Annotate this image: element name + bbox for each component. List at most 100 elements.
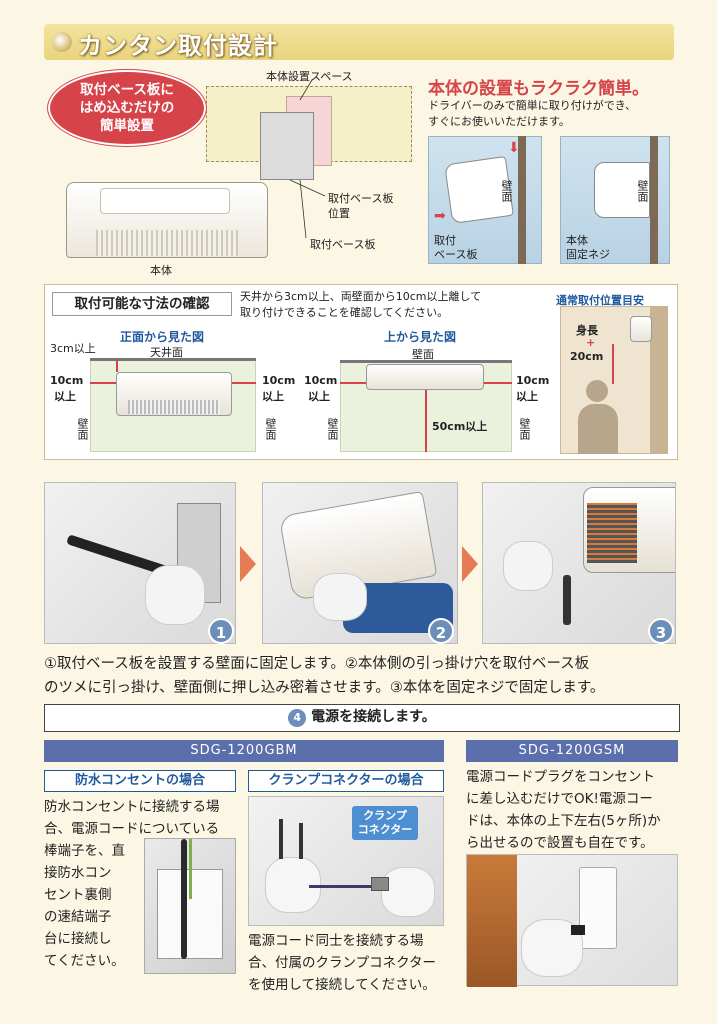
easy-description: ドライバーのみで簡単に取り付けができ、 すぐにお使いいただけます。 [428, 98, 636, 130]
clamp-line: 電源コード同士を接続する場 [248, 933, 424, 949]
cord [299, 823, 303, 859]
model-bar-gbm: SDG-1200GBM [44, 740, 444, 762]
front-top-gap-label: 3cm以上 [50, 342, 96, 355]
plate-label: 取付ベース板 [310, 238, 376, 251]
waterproof-line: 防水コンセントに接続する場 [44, 799, 220, 815]
gsm-line: ドは、本体の上下左右(5ヶ所)か [466, 813, 661, 829]
height-plus: + [586, 336, 596, 349]
height-label: 20cm [570, 350, 604, 363]
space-label: 本体設置スペース [266, 70, 353, 83]
clamp-callout: クランプ コネクター [352, 806, 418, 840]
person-head [586, 380, 608, 402]
plug-photo [466, 854, 678, 987]
waterproof-line: 接防水コン [44, 865, 112, 881]
power-heading: 電源を接続します。 [311, 709, 436, 725]
top-right-gap: 10cm [516, 374, 550, 387]
cord [279, 819, 283, 859]
side-unit [630, 316, 652, 342]
speech-bubble: 取付ベース板に はめ込むだけの 簡単設置 [48, 70, 206, 146]
easy-desc-line: ドライバーのみで簡単に取り付けができ、 [428, 99, 637, 112]
waterproof-line: 台に接続し [44, 931, 112, 947]
heater-side-view [594, 162, 650, 218]
arrow-right-icon: ➡ [434, 208, 446, 224]
front-ceiling-label: 天井面 [150, 346, 183, 359]
glove-hand [503, 541, 553, 591]
step-arrow-icon [462, 546, 478, 582]
power-step-number: 4 [288, 708, 307, 727]
top-left-gap: 以上 [308, 390, 330, 403]
steps-description: ①取付ベース板を設置する壁面に固定します。②本体側の引っ掛け穴を取付ベース板 の… [44, 652, 684, 700]
wall-strip [518, 136, 526, 264]
power-cord [181, 839, 187, 959]
waterproof-outlet-photo [144, 838, 236, 974]
waterproof-line: てください。 [44, 953, 125, 969]
easy-desc-line: すぐにお使いいただけます。 [428, 115, 570, 128]
bubble-line: 取付ベース板に [80, 82, 174, 98]
front-left-gap: 10cm [50, 374, 84, 387]
callout-line: コネクター [357, 823, 413, 836]
gap-line [484, 382, 512, 384]
clamp-connector [371, 877, 389, 891]
waterproof-line: セント裏側 [44, 887, 112, 903]
mounting-plate [260, 112, 314, 180]
model-bar-gsm: SDG-1200GSM [466, 740, 678, 762]
glove-hand [381, 867, 435, 917]
power-heading-box: 4 電源を接続します。 [44, 704, 680, 732]
wall-strip [650, 306, 668, 454]
wall-line [340, 360, 512, 363]
step-number-3: 3 [648, 618, 674, 644]
heater-panel [100, 188, 230, 214]
ground-wire [189, 839, 192, 899]
wall-strip [650, 136, 658, 264]
front-left-gap: 以上 [54, 390, 76, 403]
leader-lines [289, 79, 326, 239]
screwdriver-icon [563, 575, 571, 625]
bubble-line: 簡単設置 [100, 118, 154, 134]
ceiling-line [90, 358, 256, 361]
easy-heading: 本体の設置もラクラク簡単。 [428, 79, 649, 99]
waterproof-case-label: 防水コンセントの場合 [44, 770, 236, 792]
gap-line [232, 382, 256, 384]
top-left-gap: 10cm [304, 374, 338, 387]
clamp-case-label: クランプコネクターの場合 [248, 770, 444, 792]
front-right-wall: 壁面 [264, 418, 277, 440]
glove-hand [265, 857, 321, 913]
front-right-gap: 10cm [262, 374, 296, 387]
step-number-1: 1 [208, 618, 234, 644]
gsm-text: 電源コードプラグをコンセント に差し込むだけでOK!電源コー ドは、本体の上下左… [466, 766, 682, 854]
dimension-desc-line: 取り付けできることを確認してください。 [240, 306, 449, 319]
wood-trim [467, 855, 517, 987]
top-unit [366, 364, 484, 390]
top-wall-label: 壁面 [412, 348, 434, 361]
plate-position-label: 位置 [328, 207, 350, 220]
gap-line [116, 360, 118, 372]
normal-position-label: 通常取付位置目安 [556, 294, 644, 307]
step-photo-2 [262, 482, 458, 644]
gsm-line: 電源コードプラグをコンセント [466, 769, 655, 785]
left-plate-label: 取付 [434, 234, 456, 247]
top-right-wall: 壁面 [518, 418, 531, 440]
step-arrow-icon [240, 546, 256, 582]
header-bullet-icon [52, 32, 72, 52]
left-plate-label: ベース板 [434, 248, 478, 261]
wall-outlet [579, 867, 617, 949]
waterproof-line: 合、電源コードについている [44, 821, 220, 837]
outlet-box [157, 869, 223, 959]
step-photo-3 [482, 482, 676, 644]
arrow-down-icon: ⬇ [508, 140, 520, 156]
step-photo-1 [44, 482, 236, 644]
top-view-label: 上から見た図 [384, 330, 457, 344]
top-right-gap: 以上 [516, 390, 538, 403]
right-screw-label: 固定ネジ [566, 248, 610, 261]
front-view-label: 正面から見た図 [120, 330, 205, 344]
clamp-text: 電源コード同士を接続する場 合、付属のクランプコネクターを使用して接続してくださ… [248, 930, 446, 996]
gap-line [425, 390, 427, 452]
steps-line: のツメに引っ掛け、壁面側に押し込み密着させます。③本体を固定ネジで固定します。 [44, 680, 605, 696]
right-screw-label: 本体 [566, 234, 588, 247]
dimension-description: 天井から3cm以上、両壁面から10cm以上離して 取り付けできることを確認してく… [240, 289, 481, 321]
waterproof-line: の速結端子 [44, 909, 112, 925]
person-body [578, 404, 618, 454]
gap-line [90, 382, 116, 384]
gap-line [340, 382, 366, 384]
gsm-line: ら出せるので設置も自在です。 [466, 835, 654, 851]
